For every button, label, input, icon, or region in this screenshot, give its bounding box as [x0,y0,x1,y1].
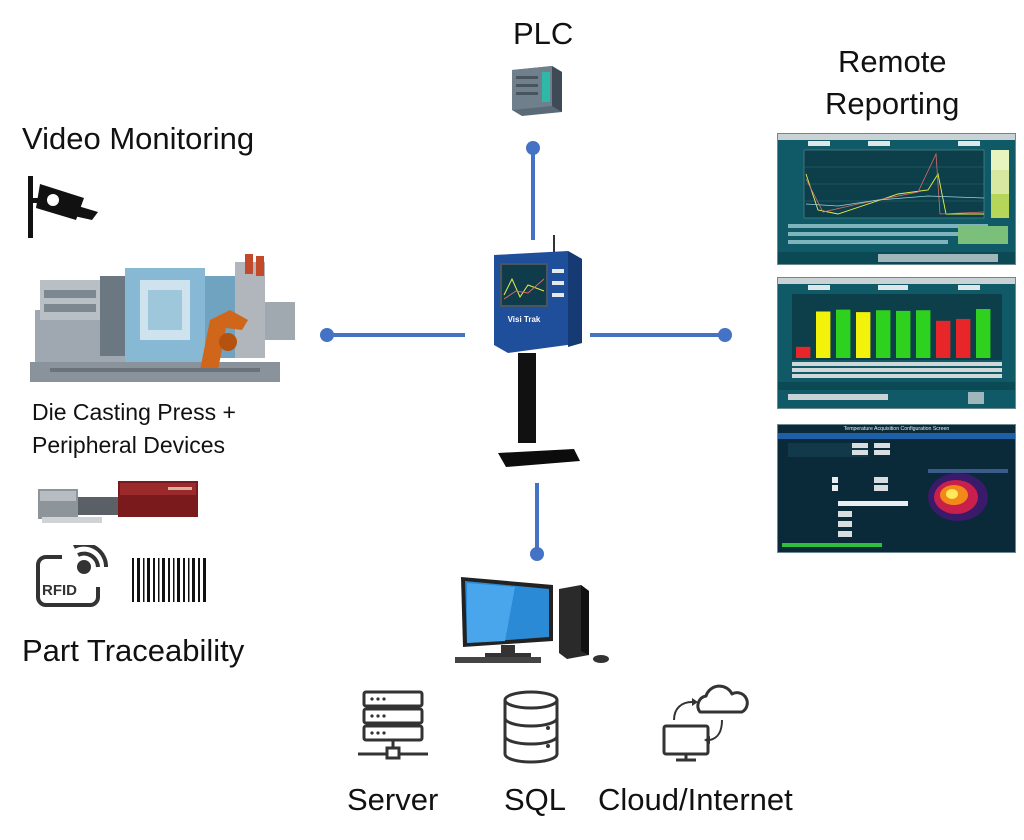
desktop-computer-image [455,573,615,665]
report-bar [836,309,851,358]
report-bar [956,318,971,358]
server-label: Server [347,782,439,817]
die-casting-label-line2: Peripheral Devices [32,432,226,458]
report-bar [916,310,931,358]
rfid-icon: RFID [36,545,108,607]
connector-bottom-dot [530,547,544,561]
barcode-icon [132,558,208,602]
report-bar [796,346,811,358]
connector-right-dot [718,328,732,342]
report-bar [896,310,911,358]
laser-marker-image [38,475,198,525]
remote-reporting-title-line2: Reporting [825,86,960,121]
connector-left [330,333,465,337]
report-bar [856,312,871,358]
connector-right [590,333,725,337]
rfid-text: RFID [42,582,77,599]
die-casting-press-image [30,250,300,390]
cloud-internet-label: Cloud/Internet [598,782,793,817]
connector-top-dot [526,141,540,155]
part-traceability-label: Part Traceability [22,633,245,668]
remote-reporting-title-line1: Remote [838,44,947,79]
connector-top [531,150,535,240]
report-bar [816,311,831,358]
plc-device-image [508,60,566,118]
cloud-computer-icon [660,682,750,762]
visi-trak-kiosk: Visi Trak [488,235,588,470]
temperature-screen-title: Temperature Acquisition Configuration Sc… [843,426,950,432]
connector-bottom [535,483,539,553]
kiosk-brand-label: Visi Trak [507,315,541,324]
report-screen-line-graph [777,133,1016,265]
server-icon [358,690,434,762]
video-monitoring-label: Video Monitoring [22,121,255,156]
report-screen-temperature: Temperature Acquisition Configuration Sc… [777,424,1016,553]
die-casting-label-line1: Die Casting Press + [32,399,236,425]
report-bar [876,310,891,358]
report-bar [936,320,951,358]
plc-label: PLC [513,16,574,51]
report-bar [976,309,991,358]
report-screen-bar-chart [777,277,1016,409]
database-icon [500,690,562,766]
camera-icon [28,176,100,238]
connector-left-dot [320,328,334,342]
sql-label: SQL [504,782,567,817]
